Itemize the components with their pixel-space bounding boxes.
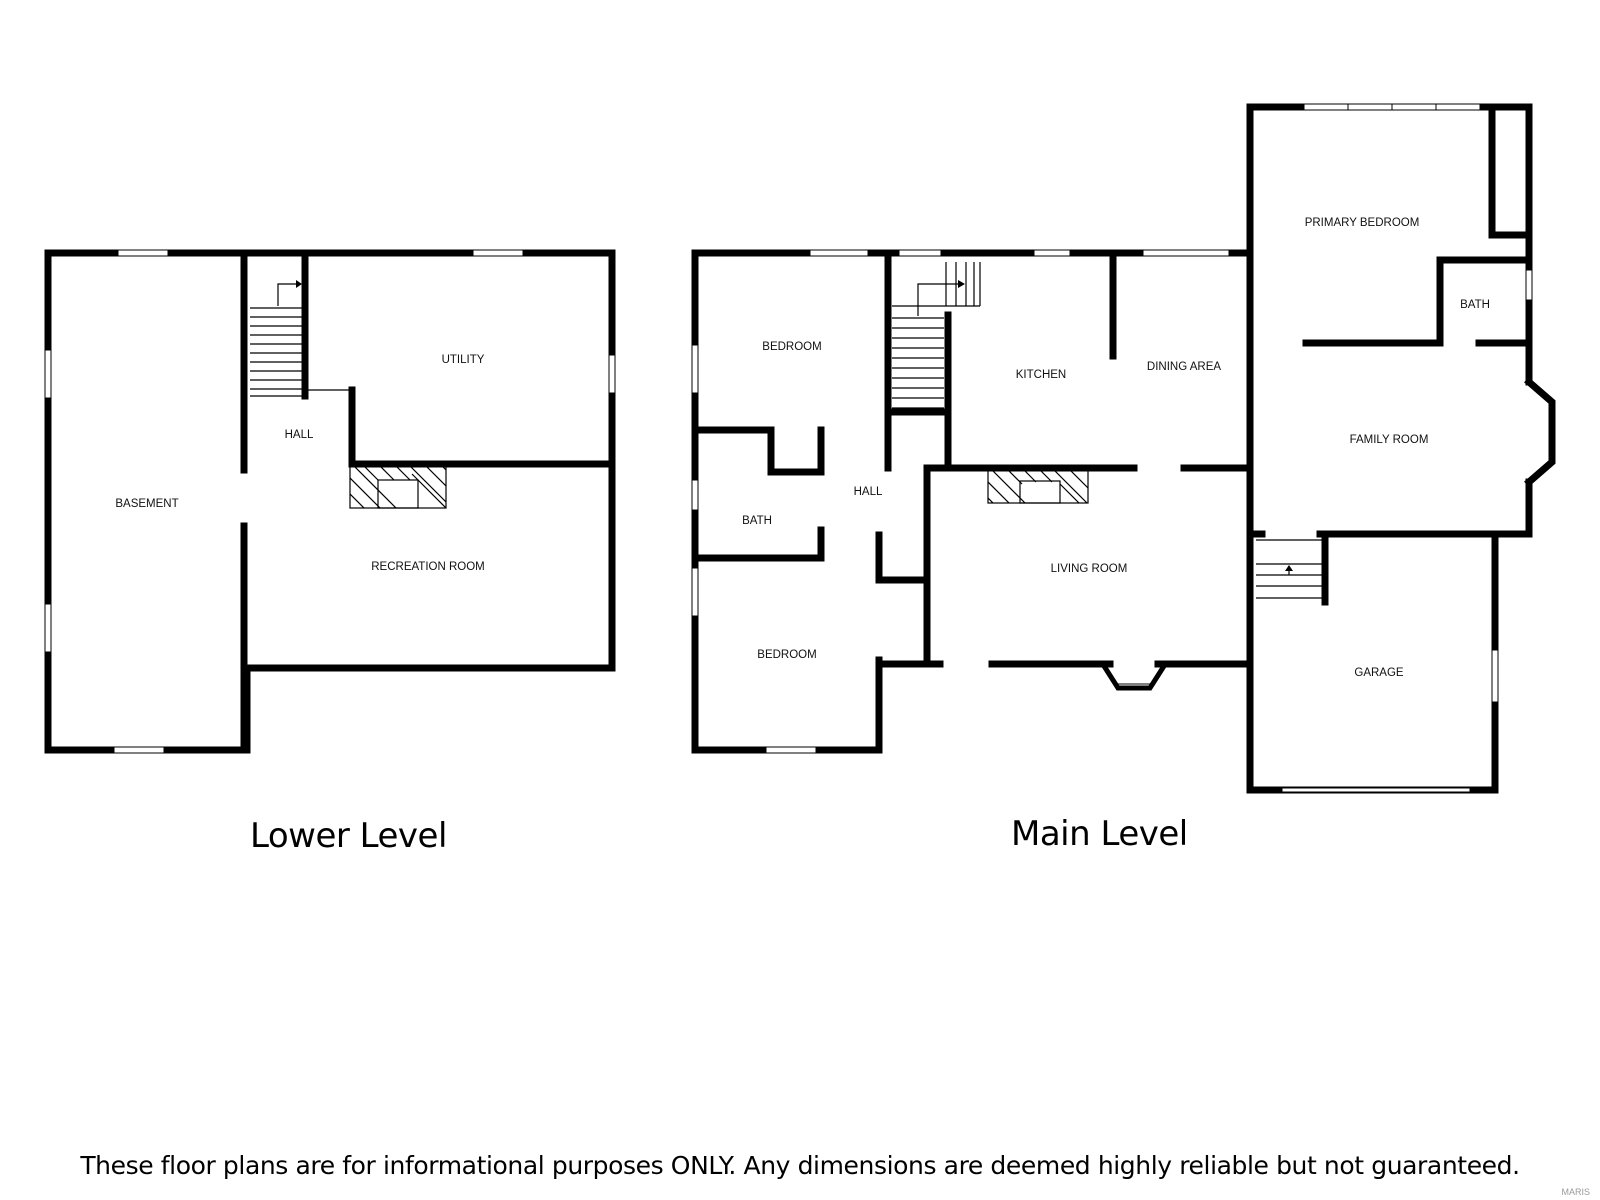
main-windows	[691, 103, 1555, 793]
room-label-kitchen: KITCHEN	[1016, 369, 1066, 381]
watermark: MARIS	[1561, 1187, 1590, 1197]
main-level-plan: BEDROOM BATH HALL BEDROOM KITCHEN DINING…	[691, 103, 1556, 794]
room-label-family-room: FAMILY ROOM	[1350, 434, 1429, 446]
room-label-lower-hall: HALL	[285, 429, 314, 441]
room-label-dining-area: DINING AREA	[1147, 361, 1221, 373]
room-label-garage: GARAGE	[1354, 667, 1404, 679]
garage-stairs	[1256, 539, 1322, 599]
room-label-recreation-room: RECREATION ROOM	[371, 561, 485, 573]
room-label-basement: BASEMENT	[115, 498, 178, 510]
main-stairs	[892, 262, 981, 409]
room-label-bath-left: BATH	[742, 515, 772, 527]
room-label-primary-bedroom: PRIMARY BEDROOM	[1305, 217, 1420, 229]
main-level-title: Main Level	[1011, 814, 1188, 854]
room-label-bedroom-bottom: BEDROOM	[757, 649, 816, 661]
room-label-bedroom-top: BEDROOM	[762, 341, 821, 353]
room-label-main-hall: HALL	[854, 486, 883, 498]
room-label-utility: UTILITY	[442, 354, 485, 366]
disclaimer-text: These floor plans are for informational …	[80, 1151, 1520, 1180]
lower-stairs	[250, 280, 352, 397]
lower-level-plan: BASEMENT HALL UTILITY RECREATION ROOM	[44, 249, 616, 754]
lower-level-title: Lower Level	[250, 816, 447, 856]
lower-windows	[44, 249, 616, 754]
lower-fireplace	[349, 465, 447, 509]
room-label-living-room: LIVING ROOM	[1051, 563, 1128, 575]
main-fireplace	[987, 469, 1089, 504]
room-label-primary-bath: BATH	[1460, 299, 1490, 311]
